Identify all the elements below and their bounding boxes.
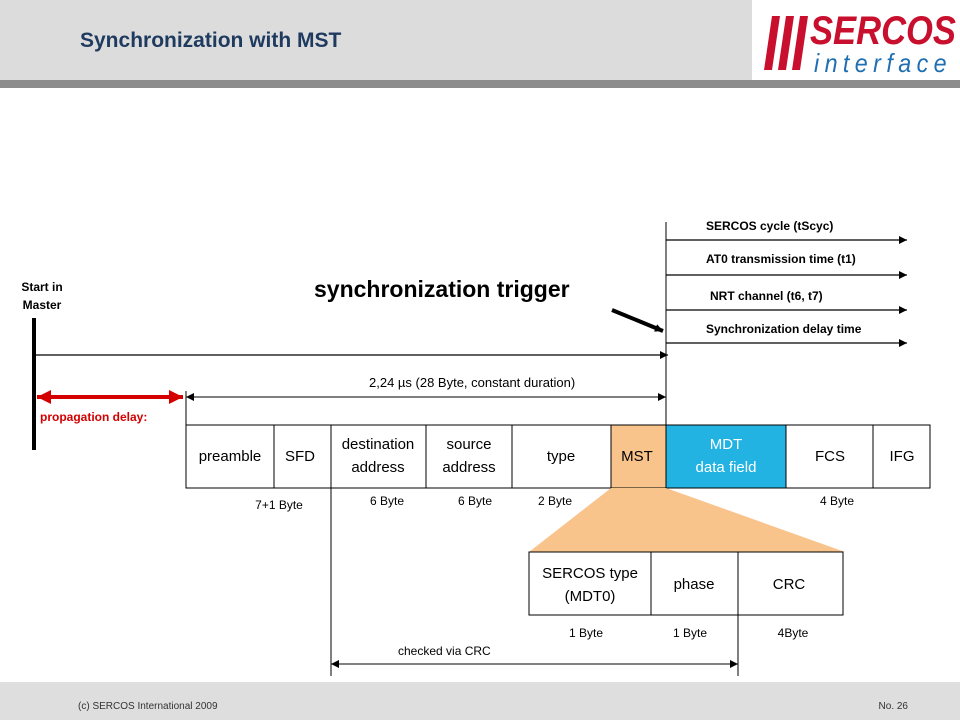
mst-sercos-type-label-2: (MDT0) (565, 588, 616, 605)
field-source-address (425, 424, 513, 489)
mst-field-phase (650, 551, 739, 616)
size-type: 2 Byte (538, 494, 572, 508)
start-label-line1: Start in (21, 280, 62, 294)
mst-size-phase: 1 Byte (673, 626, 707, 640)
field-preamble-label: preamble (199, 448, 262, 465)
crc-coverage-label: checked via CRC (398, 644, 491, 658)
field-type-label: type (547, 448, 575, 465)
mst-field-crc (737, 551, 844, 616)
field-ifg (872, 424, 931, 489)
size-destination: 6 Byte (370, 494, 404, 508)
field-sfd-label: SFD (285, 448, 315, 465)
ethernet-frame: preamble SFD destination address source … (185, 424, 931, 489)
footer-page-number: No. 26 (878, 701, 908, 712)
page-title: Synchronization with MST (80, 29, 342, 52)
field-mst-label: MST (621, 448, 653, 465)
logo-subtitle: interface (814, 48, 952, 78)
field-mdt-data (665, 424, 787, 489)
field-mst (610, 424, 667, 489)
trigger-label: synchronization trigger (314, 276, 570, 302)
size-source: 6 Byte (458, 494, 492, 508)
field-fcs-label: FCS (815, 448, 845, 465)
field-fcs (785, 424, 874, 489)
field-destination-address (330, 424, 427, 489)
start-label-line2: Master (23, 298, 62, 312)
header-divider (0, 80, 960, 88)
footer-bar (0, 682, 960, 720)
field-source-label-1: source (446, 436, 491, 453)
field-destination-label-2: address (351, 459, 404, 476)
duration-label: 2,24 µs (28 Byte, constant duration) (369, 375, 575, 390)
mst-detail: SERCOS type (MDT0) phase CRC (528, 551, 844, 616)
sync-delay-label: Synchronization delay time (706, 322, 862, 336)
cycle-label: SERCOS cycle (tScyc) (706, 219, 833, 233)
mst-size-crc: 4Byte (778, 626, 809, 640)
field-type (511, 424, 612, 489)
logo-wordmark: SERCOS (810, 9, 956, 53)
field-source-label-2: address (442, 459, 495, 476)
trigger-arrow (611, 308, 664, 333)
mst-sercos-type-label-1: SERCOS type (542, 565, 638, 582)
sercos-logo: SERCOS interface (752, 0, 960, 80)
field-destination-label-1: destination (342, 436, 415, 453)
footer-copyright: (c) SERCOS International 2009 (78, 701, 218, 712)
size-fcs: 4 Byte (820, 494, 854, 508)
mst-size-sercos-type: 1 Byte (569, 626, 603, 640)
nrt-label: NRT channel (t6, t7) (710, 289, 823, 303)
propagation-label: propagation delay: (40, 410, 147, 424)
mst-crc-label: CRC (773, 576, 806, 593)
mst-phase-label: phase (674, 576, 715, 593)
field-ifg-label: IFG (890, 448, 915, 465)
field-mdt-label-1: MDT (710, 436, 743, 453)
mst-field-sercos-type (528, 551, 652, 616)
at0-label: AT0 transmission time (t1) (706, 252, 856, 266)
size-preamble-sfd: 7+1 Byte (255, 498, 303, 512)
logo-stripes (764, 16, 808, 70)
mst-expansion-wedge (529, 488, 845, 552)
field-mdt-label-2: data field (696, 459, 757, 476)
